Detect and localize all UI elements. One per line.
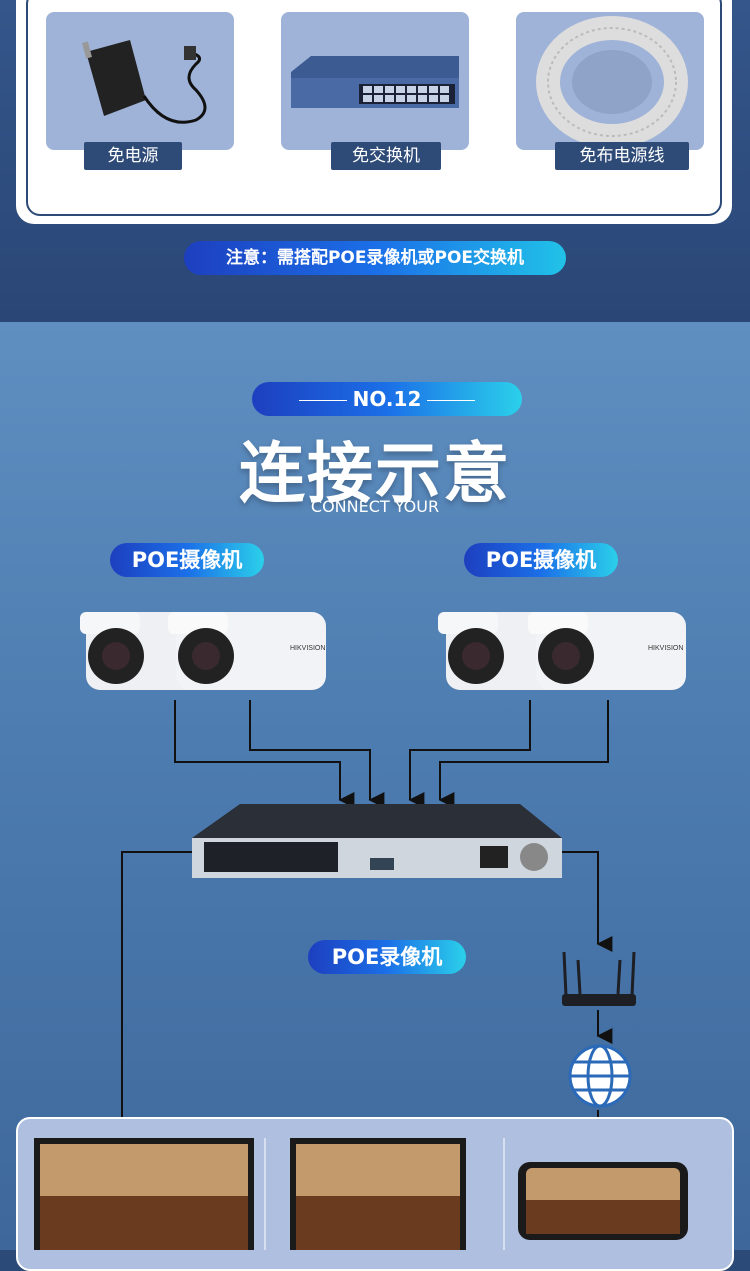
monitor-device — [34, 1138, 254, 1250]
item-label-cable: 免布电源线 — [555, 142, 689, 170]
laptop-device — [290, 1138, 466, 1250]
connection-diagram-section — [0, 322, 750, 1250]
globe-icon — [568, 1044, 632, 1108]
camera-label-left: POE摄像机 — [110, 543, 264, 577]
nvr-device — [192, 804, 562, 878]
section-number: NO.12 — [352, 387, 422, 411]
requirement-note: 注意：需搭配POE录像机或POE交换机 — [184, 241, 566, 275]
camera-brand-left: HIKVISION — [290, 645, 325, 652]
benefits-section: 免电源 免交换机 免布电源线 注意：需搭配P — [0, 0, 750, 322]
benefits-card: 免电源 免交换机 免布电源线 — [16, 0, 732, 224]
camera-right-2: HIKVISION — [528, 612, 686, 690]
camera-left-2: HIKVISION — [168, 612, 326, 690]
smartphone-device — [518, 1162, 688, 1240]
camera-label-right: POE摄像机 — [464, 543, 618, 577]
section-subtitle: CONNECT YOUR — [310, 497, 440, 516]
camera-cables — [174, 700, 609, 808]
item-label-switch: 免交换机 — [331, 142, 441, 170]
item-label-power: 免电源 — [84, 142, 182, 170]
section-title: 连接示意 — [239, 435, 511, 512]
section-number-badge: NO.12 — [252, 382, 522, 416]
cable-coil-image — [516, 12, 704, 150]
camera-brand-right: HIKVISION — [648, 645, 683, 652]
router-icon — [562, 951, 636, 1006]
power-adapter-image — [46, 12, 234, 150]
network-switch-image — [281, 12, 469, 150]
nvr-label: POE录像机 — [308, 940, 466, 974]
